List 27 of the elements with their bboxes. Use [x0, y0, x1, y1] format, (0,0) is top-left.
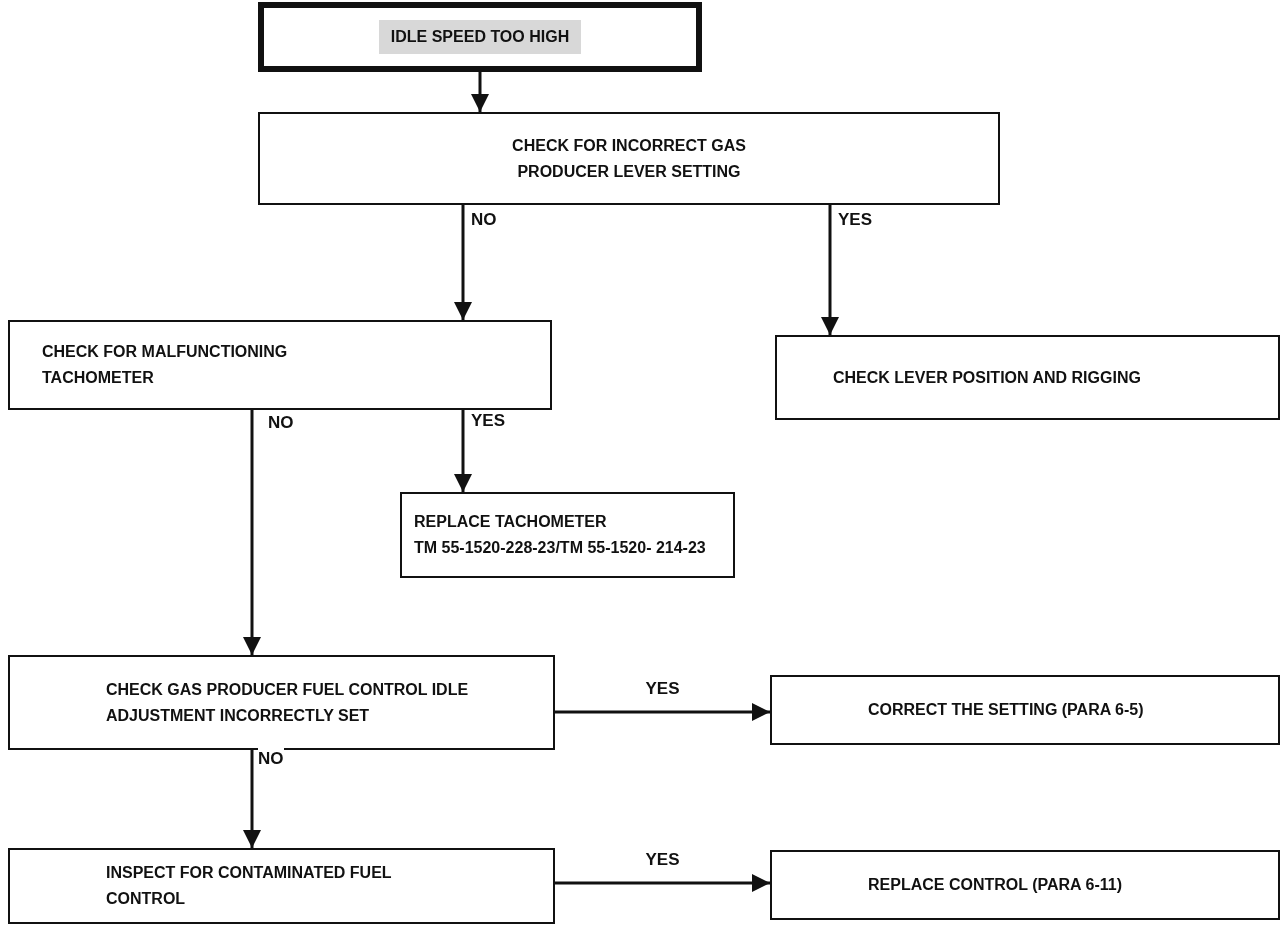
arrow — [555, 874, 770, 892]
process-box — [8, 848, 555, 924]
box-text: REPLACE TACHOMETER — [414, 512, 608, 532]
arrow — [243, 410, 261, 655]
box-text: CHECK GAS PRODUCER FUEL CONTROL IDLE ADJUSTMENT INCORRECTLY SET — [106, 679, 470, 726]
start-box — [258, 2, 702, 72]
process-box — [400, 492, 735, 578]
process-box — [8, 320, 552, 410]
process-box — [770, 675, 1280, 745]
box-text: CHECK FOR MALFUNCTIONING TACHOMETER — [42, 342, 289, 388]
box-text: CHECK FOR INCORRECT GAS PRODUCER LEVER SETTING — [511, 135, 747, 182]
arrow — [454, 205, 472, 320]
arrow — [821, 205, 839, 335]
box-text: CHECK LEVER POSITION AND RIGGING — [833, 367, 1142, 388]
box-text: TM 55-1520-228-23/TM 55-1520- 214-23 — [414, 538, 707, 558]
box-text: IDLE SPEED TOO HIGH — [378, 20, 582, 54]
box-text: REPLACE CONTROL (PARA 6-11) — [868, 875, 1123, 895]
process-box — [770, 850, 1280, 920]
process-box — [258, 112, 1000, 205]
arrow — [243, 750, 261, 848]
box-text: INSPECT FOR CONTAMINATED FUEL CONTROL — [106, 863, 393, 909]
process-box — [775, 335, 1280, 420]
process-box — [8, 655, 555, 750]
box-text: CORRECT THE SETTING (PARA 6-5) — [868, 700, 1145, 720]
arrow — [555, 703, 770, 721]
arrow — [454, 410, 472, 492]
arrow — [471, 72, 489, 112]
